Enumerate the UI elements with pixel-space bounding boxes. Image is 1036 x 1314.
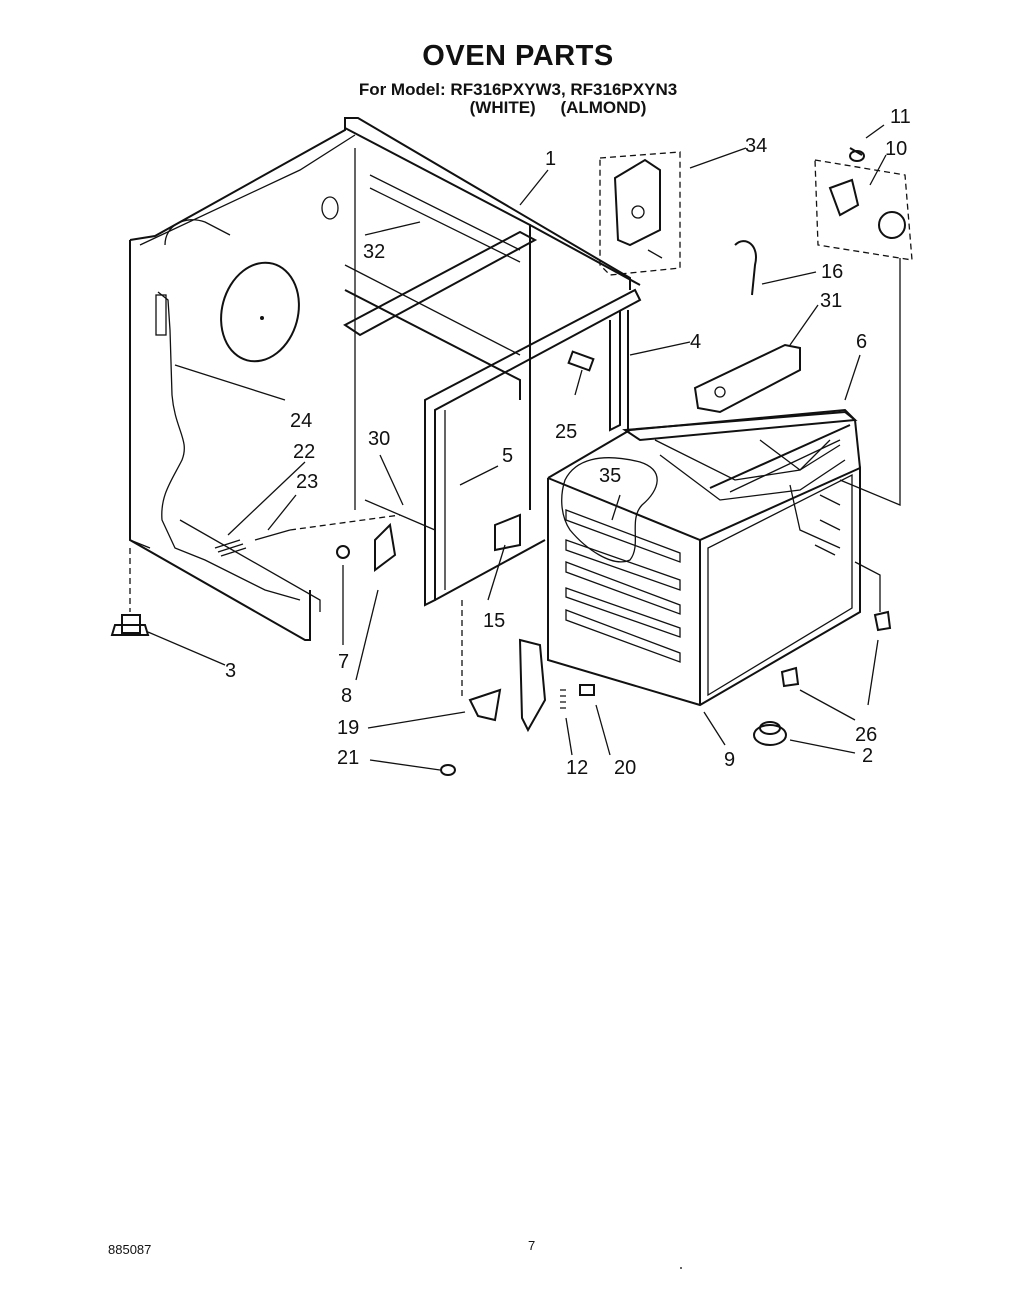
callout-7: 7 [338,651,349,673]
color-white-label: (WHITE) [469,98,536,117]
callout-24: 24 [290,410,312,432]
callout-26: 26 [855,724,877,746]
callout-12: 12 [566,757,588,779]
callout-1: 1 [545,148,556,170]
callout-32: 32 [363,241,385,263]
oven-cavity-drawing [547,408,861,707]
model-numbers: For Model: RF316PXYW3, RF316PXYN3 [358,80,678,99]
callout-9: 9 [724,749,735,771]
page-title: OVEN PARTS [422,40,614,72]
callout-11: 11 [890,106,911,128]
color-variants: (WHITE) (ALMOND) [0,98,1036,118]
callout-10: 10 [885,138,907,160]
callout-31: 31 [820,290,842,312]
callout-15: 15 [483,610,505,632]
callout-30: 30 [368,428,390,450]
small-parts-drawing [110,147,913,776]
document-number: 885087 [108,1242,152,1257]
callout-22: 22 [293,441,315,463]
callout-34: 34 [745,135,767,157]
callout-4: 4 [690,331,701,353]
callout-16: 16 [821,261,843,283]
callout-21: 21 [337,747,359,769]
oven-frame-drawing [129,117,642,641]
page-number: 7 [528,1238,536,1253]
leader-lines [147,124,887,771]
color-almond-label: (ALMOND) [560,98,647,117]
callout-25: 25 [555,421,577,443]
callout-6: 6 [856,331,867,353]
callout-19: 19 [337,717,359,739]
callout-20: 20 [614,757,636,779]
callout-labels: 1 2 3 4 5 6 7 8 9 10 11 12 15 16 19 20 2… [225,106,911,779]
callout-2: 2 [862,745,873,767]
callout-35: 35 [599,465,621,487]
callout-8: 8 [341,685,352,707]
callout-23: 23 [296,471,318,493]
callout-5: 5 [502,445,513,467]
callout-3: 3 [225,660,236,682]
